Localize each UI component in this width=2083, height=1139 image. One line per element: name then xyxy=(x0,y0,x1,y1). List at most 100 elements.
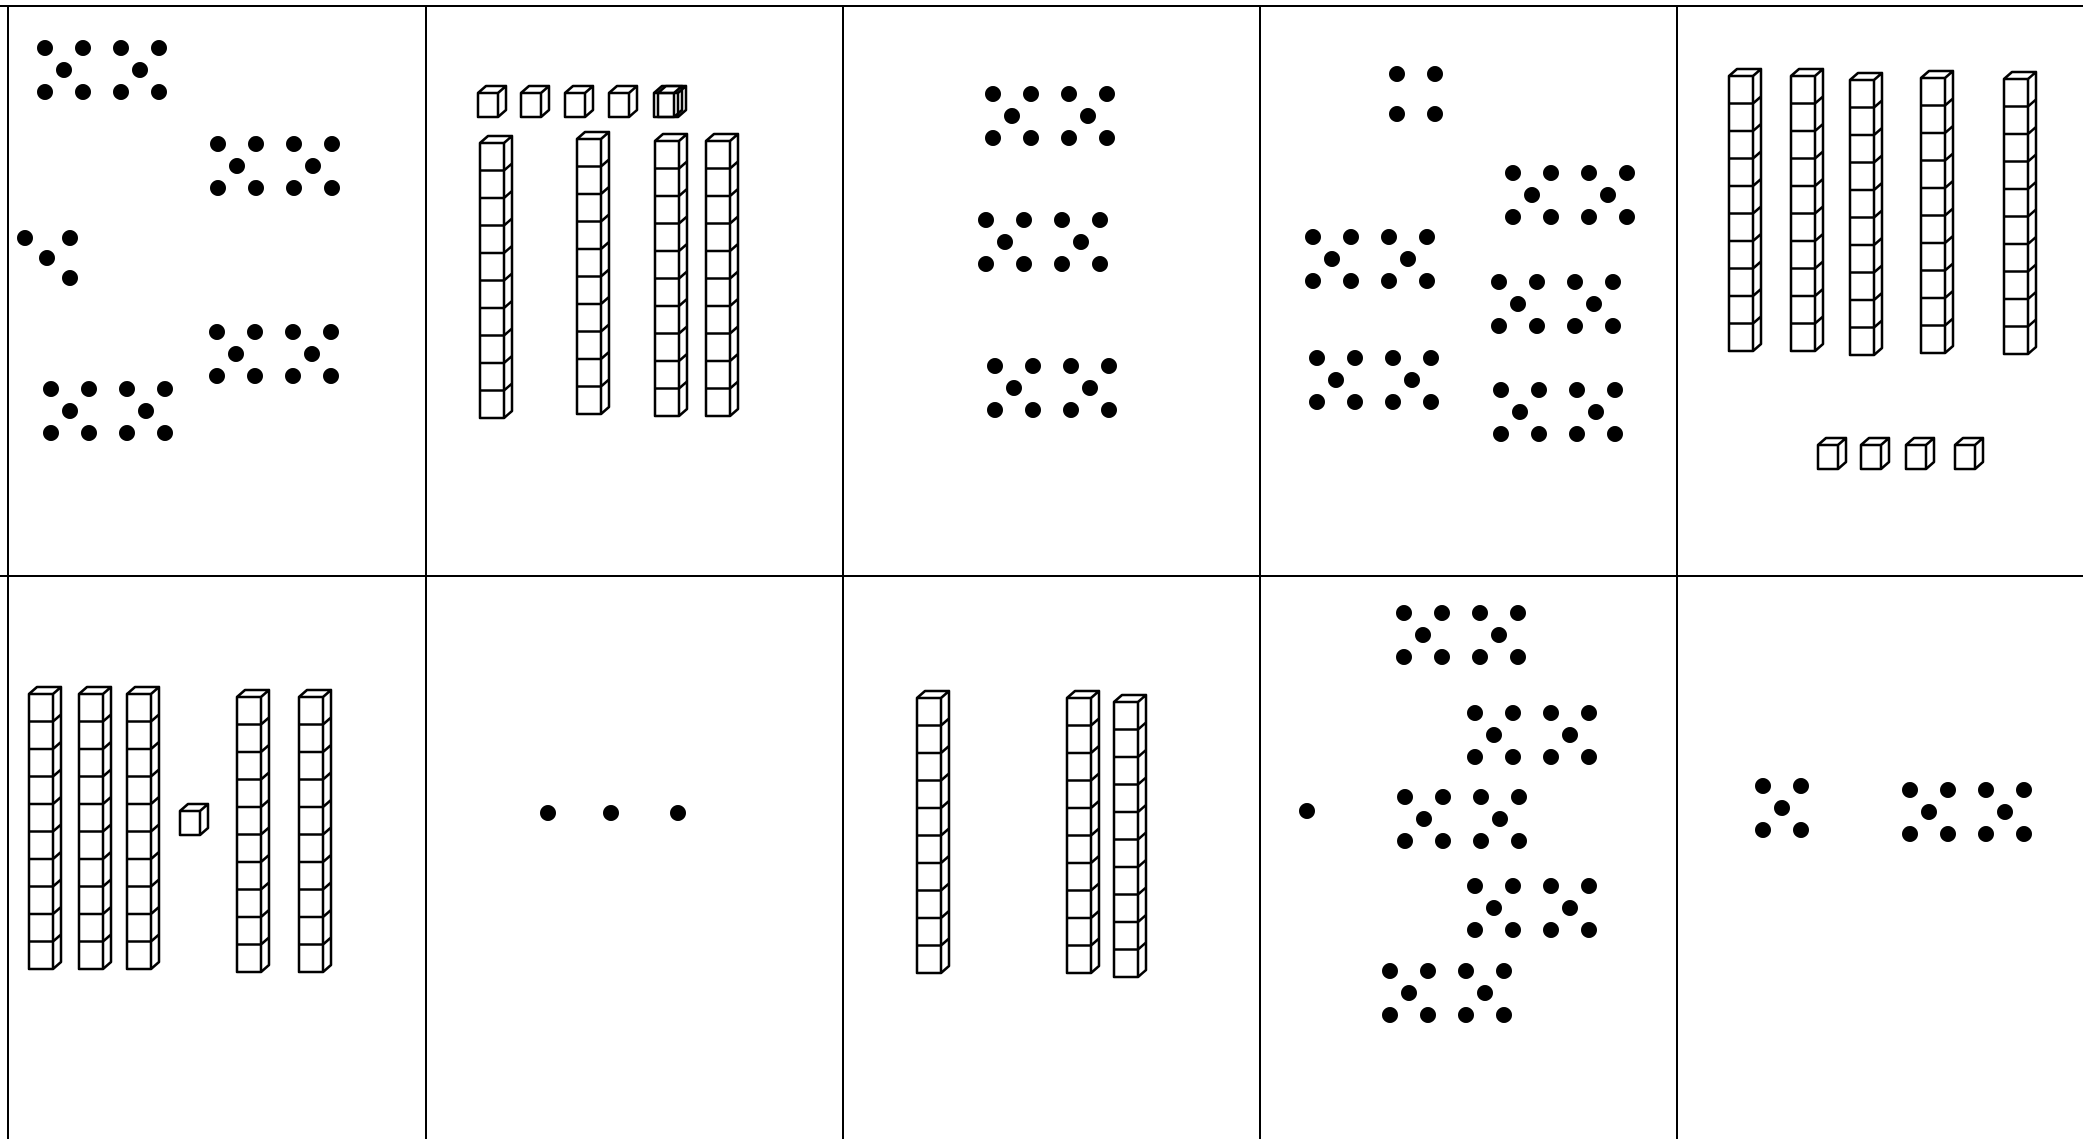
dot xyxy=(1524,187,1540,203)
dot xyxy=(1420,1007,1436,1023)
dot xyxy=(1004,108,1020,124)
cube-front xyxy=(180,811,200,835)
dot xyxy=(978,212,994,228)
cube-edges xyxy=(521,86,549,117)
rod-divisions xyxy=(577,160,609,387)
dot xyxy=(1404,372,1420,388)
tens-rod xyxy=(299,690,331,972)
dot xyxy=(286,136,302,152)
dot xyxy=(132,62,148,78)
dot xyxy=(1099,130,1115,146)
dot xyxy=(209,368,225,384)
dot xyxy=(151,40,167,56)
dot xyxy=(304,346,320,362)
dot xyxy=(1902,826,1918,842)
tens-rod xyxy=(127,687,159,969)
dot xyxy=(1381,229,1397,245)
rod-divisions xyxy=(480,164,512,391)
dot xyxy=(1434,605,1450,621)
dot xyxy=(1385,394,1401,410)
dot xyxy=(1415,627,1431,643)
dot xyxy=(1496,1007,1512,1023)
dot xyxy=(1382,963,1398,979)
dot xyxy=(1400,251,1416,267)
card-1-dots xyxy=(17,40,340,441)
dot xyxy=(1382,1007,1398,1023)
cube-edges xyxy=(180,804,208,835)
dot xyxy=(978,256,994,272)
dot xyxy=(1477,985,1493,1001)
dot xyxy=(37,40,53,56)
cube-front xyxy=(609,93,629,117)
dot xyxy=(323,368,339,384)
dot xyxy=(1581,165,1597,181)
dot xyxy=(1569,426,1585,442)
dot xyxy=(324,180,340,196)
dot xyxy=(1467,878,1483,894)
rod-divisions xyxy=(1114,723,1146,950)
cube-front xyxy=(521,93,541,117)
dot xyxy=(56,62,72,78)
ten-dot-group xyxy=(1305,229,1435,289)
dot xyxy=(1491,627,1507,643)
dot xyxy=(1016,212,1032,228)
unit-cube xyxy=(180,804,208,835)
dot xyxy=(1435,789,1451,805)
dot xyxy=(1006,380,1022,396)
dot xyxy=(1511,833,1527,849)
dot xyxy=(1309,394,1325,410)
dot xyxy=(1486,900,1502,916)
tens-rod xyxy=(1791,69,1823,351)
dot xyxy=(1467,922,1483,938)
one-dot xyxy=(540,805,556,821)
dot xyxy=(1473,789,1489,805)
dot xyxy=(1305,229,1321,245)
dot xyxy=(1793,778,1809,794)
dot xyxy=(1581,705,1597,721)
rod-divisions xyxy=(706,162,738,389)
dot xyxy=(1505,749,1521,765)
unit-cube xyxy=(565,86,593,117)
ten-dot-group xyxy=(43,381,173,441)
dot xyxy=(210,180,226,196)
tens-rod xyxy=(655,134,687,416)
ten-dot-group xyxy=(987,358,1117,418)
dot xyxy=(210,136,226,152)
tens-rod xyxy=(917,691,949,973)
card-6-blocks xyxy=(29,687,331,972)
one-dot xyxy=(1299,803,1315,819)
dot xyxy=(1347,350,1363,366)
dot xyxy=(985,86,1001,102)
card-7-dots xyxy=(540,805,686,821)
unit-cube xyxy=(478,86,506,117)
ten-dot-group xyxy=(1382,963,1512,1023)
dot xyxy=(1978,782,1994,798)
dot xyxy=(1092,212,1108,228)
dot xyxy=(1381,273,1397,289)
dot xyxy=(1472,605,1488,621)
card-contents xyxy=(17,40,2036,1023)
dot xyxy=(1061,130,1077,146)
dot xyxy=(1505,878,1521,894)
unit-cube xyxy=(609,86,637,117)
dot xyxy=(1025,358,1041,374)
rod-divisions xyxy=(2004,100,2036,327)
one-dot xyxy=(603,805,619,821)
tens-rod xyxy=(2004,72,2036,354)
dot xyxy=(1458,963,1474,979)
dot xyxy=(1054,212,1070,228)
dot xyxy=(1619,165,1635,181)
one-dot xyxy=(1389,106,1405,122)
dot xyxy=(37,84,53,100)
dot xyxy=(1063,358,1079,374)
dot xyxy=(1099,86,1115,102)
card-4-dots xyxy=(1305,66,1635,442)
dot xyxy=(248,180,264,196)
dot xyxy=(2016,782,2032,798)
dot xyxy=(1458,1007,1474,1023)
dot xyxy=(1567,318,1583,334)
dot xyxy=(1082,380,1098,396)
dot xyxy=(81,381,97,397)
dot xyxy=(285,368,301,384)
dot xyxy=(247,368,263,384)
